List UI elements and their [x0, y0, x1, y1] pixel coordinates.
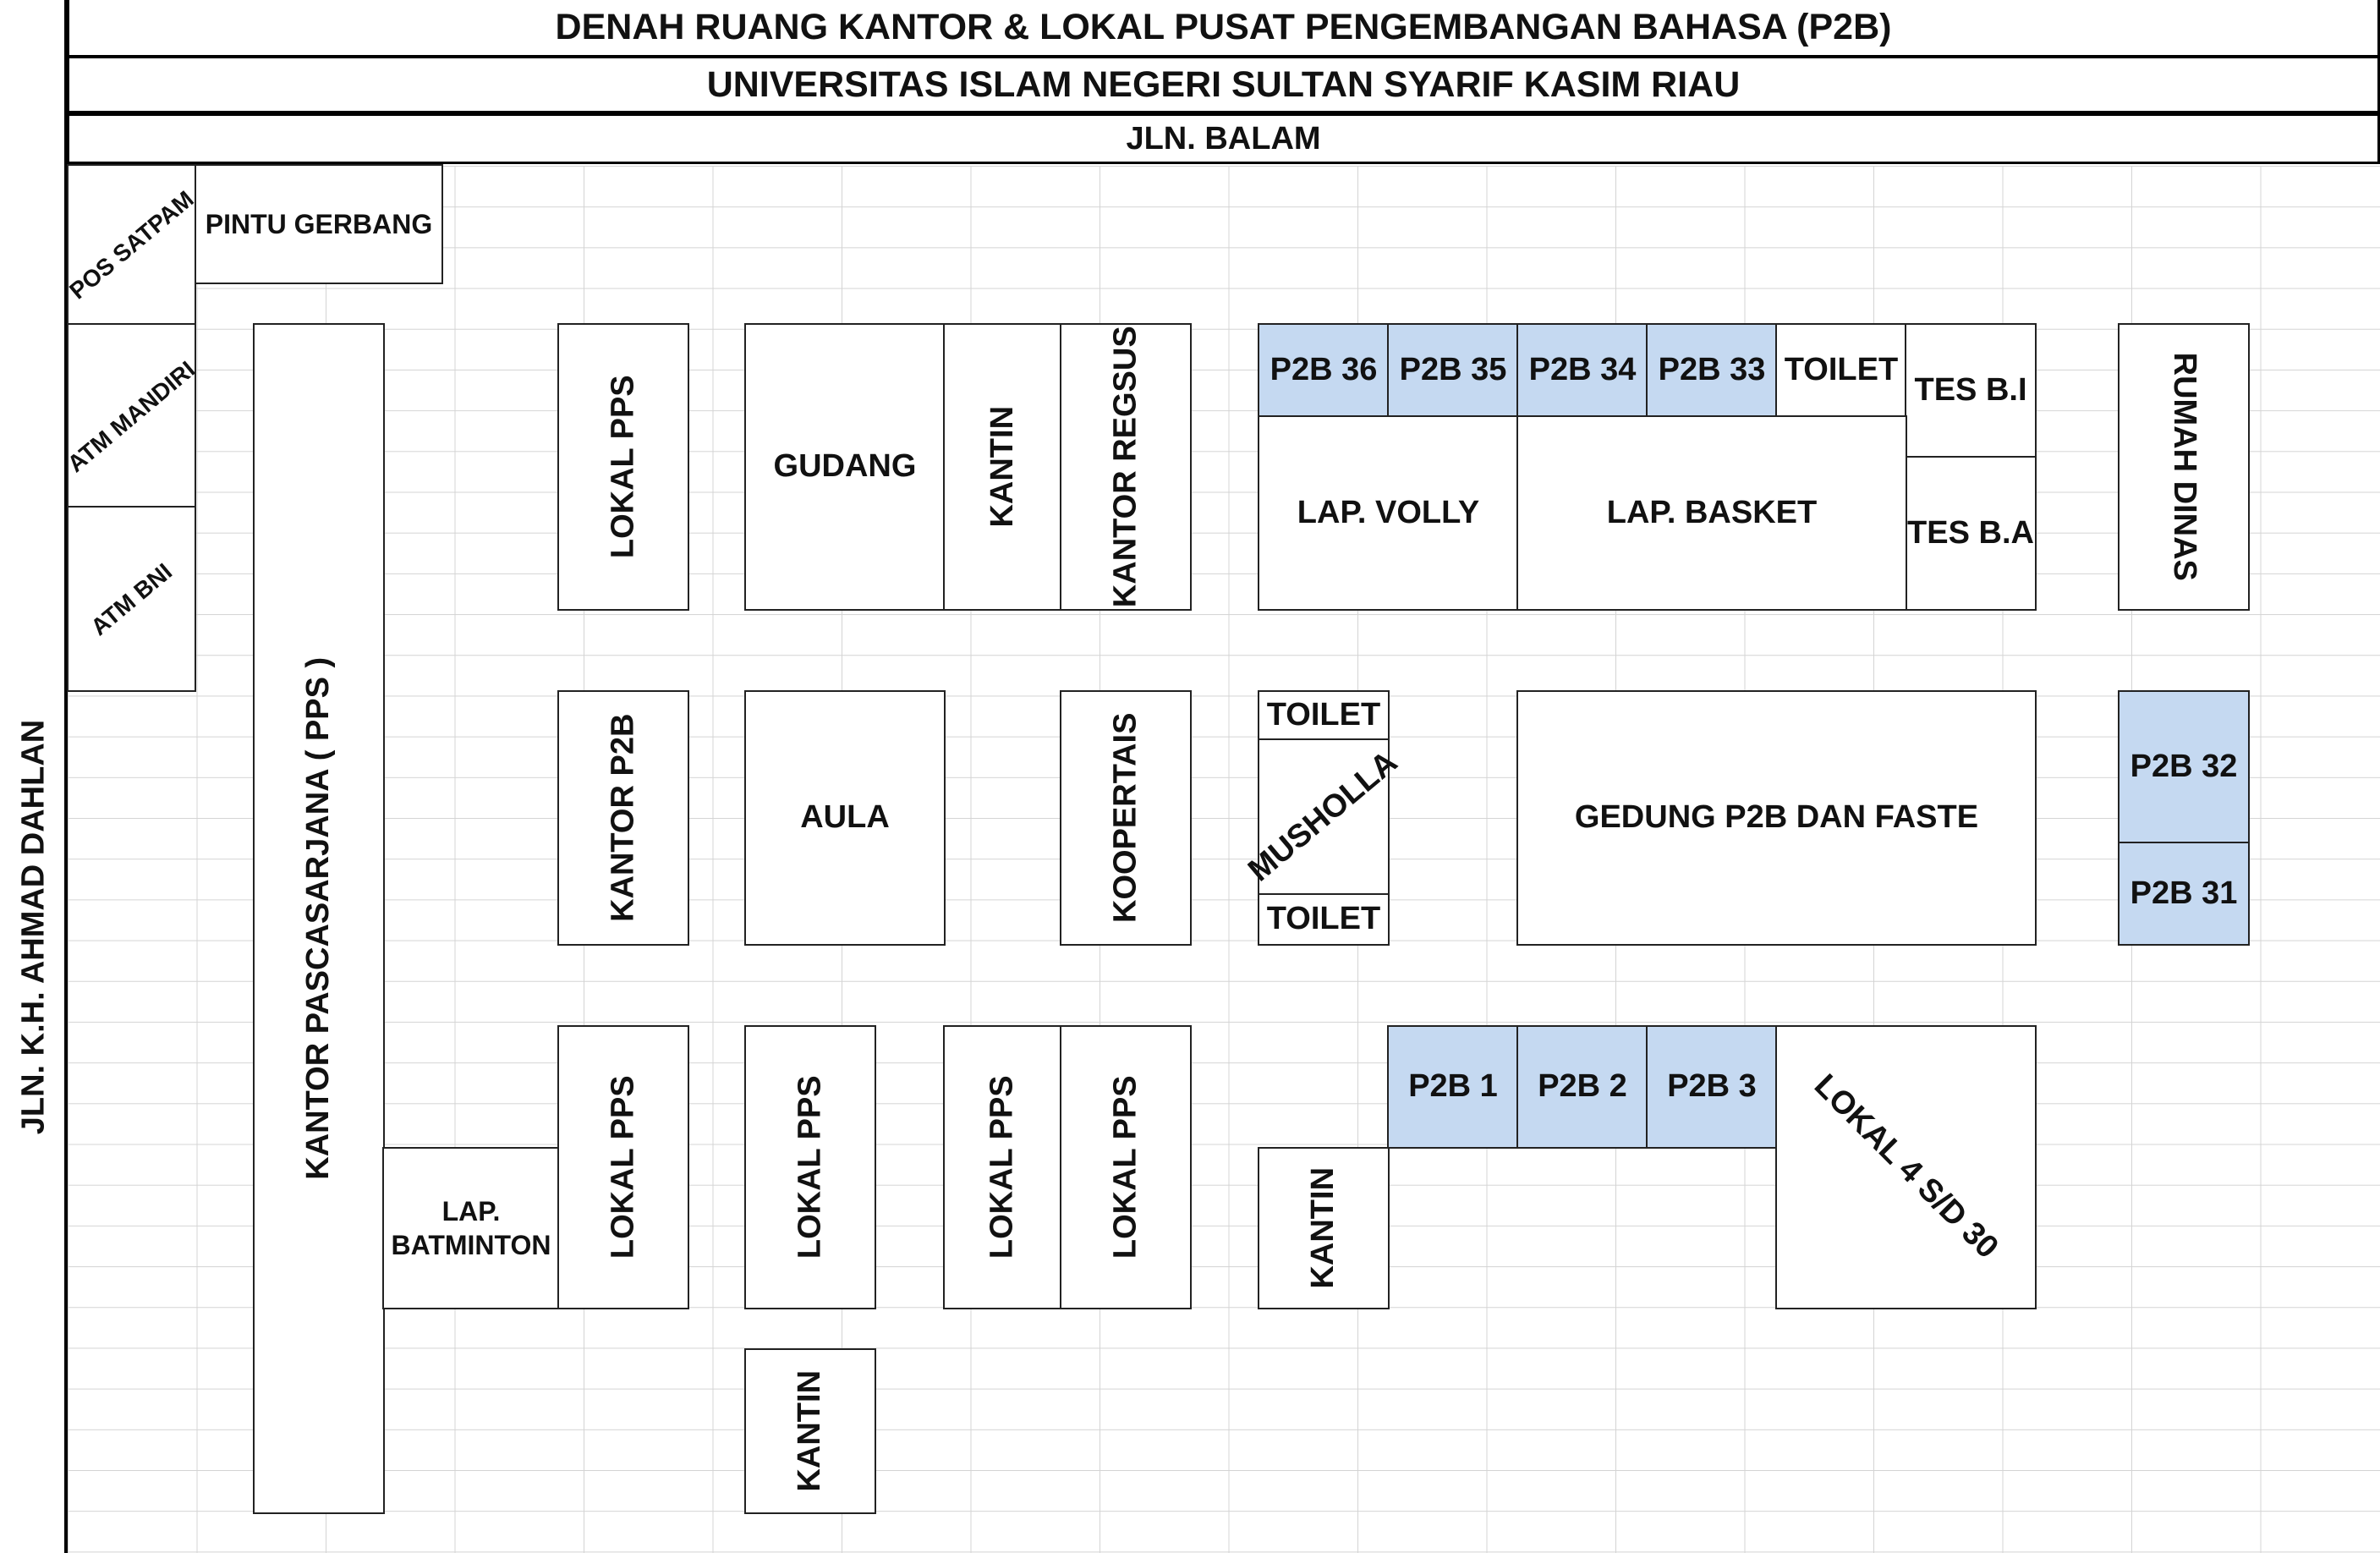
room-gudang: GUDANG: [744, 323, 946, 611]
room-label: P2B 33: [1658, 352, 1766, 388]
room-label: MUSHOLLA: [1242, 744, 1405, 889]
room-label: TES B.I: [1914, 372, 2027, 409]
room-kantor-pascasarjana: KANTOR PASCASARJANA ( PPS ): [253, 323, 385, 1514]
room-kantin-2: KANTIN: [744, 1348, 876, 1514]
room-tes-ba: TES B.A: [1905, 456, 2037, 611]
room-p2b-1: P2B 1: [1387, 1025, 1519, 1149]
plan-subtitle: UNIVERSITAS ISLAM NEGERI SULTAN SYARIF K…: [67, 56, 2380, 113]
room-label: RUMAH DINAS: [2166, 352, 2202, 582]
left-road-line: [64, 0, 68, 1553]
room-toilet-3: TOILET: [1258, 893, 1390, 946]
room-kantor-p2b: KANTOR P2B: [557, 690, 689, 946]
room-p2b-33: P2B 33: [1646, 323, 1778, 418]
room-label: P2B 34: [1528, 352, 1637, 388]
room-label: TES B.A: [1907, 514, 2034, 551]
room-lap-batminton: LAP. BATMINTON: [382, 1147, 560, 1309]
room-p2b-31: P2B 31: [2118, 842, 2250, 946]
room-kantor-regsus: KANTOR REGSUS: [1060, 323, 1192, 611]
room-koopertais: KOOPERTAIS: [1060, 690, 1192, 946]
room-atm-mandiri: ATM MANDIRI: [63, 323, 200, 509]
room-musholla: MUSHOLLA: [1242, 738, 1404, 896]
room-toilet-2: TOILET: [1258, 690, 1390, 741]
room-aula: AULA: [744, 690, 946, 946]
room-lokal-pps-1: LOKAL PPS: [557, 323, 689, 611]
room-label: ATM BNI: [85, 557, 178, 640]
plan-title: DENAH RUANG KANTOR & LOKAL PUSAT PENGEMB…: [67, 0, 2380, 58]
room-label: KANTIN: [984, 406, 1020, 528]
room-label: TOILET: [1784, 352, 1899, 388]
room-lokal-pps-3: LOKAL PPS: [744, 1025, 876, 1309]
room-label: POS SATPAM: [64, 184, 199, 305]
room-label: TOILET: [1266, 697, 1381, 733]
room-lokal-pps-2: LOKAL PPS: [557, 1025, 689, 1309]
room-label: P2B 3: [1667, 1068, 1757, 1105]
room-p2b-32: P2B 32: [2118, 690, 2250, 844]
room-label: P2B 2: [1538, 1068, 1627, 1105]
room-rumah-dinas: RUMAH DINAS: [2118, 323, 2250, 611]
room-label: P2B 36: [1270, 352, 1378, 388]
field-lap-volly: LAP. VOLLY: [1258, 415, 1519, 611]
room-pos-satpam: POS SATPAM: [64, 164, 199, 325]
street-ahmad-dahlan: JLN. K.H. AHMAD DAHLAN: [15, 719, 52, 1135]
room-label: LOKAL 4 S/D 30: [1807, 1067, 2005, 1266]
room-label: KANTIN: [792, 1370, 828, 1492]
room-label: LOKAL PPS: [984, 1075, 1020, 1259]
room-lokal-4-30: LOKAL 4 S/D 30: [1775, 1025, 2037, 1309]
room-label: P2B 1: [1408, 1068, 1498, 1105]
room-label: KANTOR REGSUS: [1107, 326, 1143, 608]
room-label: LAP. BASKET: [1606, 494, 1818, 530]
room-label: LOKAL PPS: [792, 1075, 828, 1259]
room-label: GUDANG: [773, 448, 917, 485]
room-gedung-p2b-faste: GEDUNG P2B DAN FASTE: [1516, 690, 2037, 946]
room-kantin-3: KANTIN: [1258, 1147, 1390, 1309]
room-label: KANTIN: [1305, 1167, 1341, 1289]
field-lap-basket: LAP. BASKET: [1516, 415, 1907, 611]
room-atm-bni: ATM BNI: [67, 506, 196, 692]
room-toilet-1: TOILET: [1775, 323, 1907, 418]
room-p2b-35: P2B 35: [1387, 323, 1519, 418]
room-lokal-pps-4: LOKAL PPS: [943, 1025, 1062, 1309]
room-label: KOOPERTAIS: [1107, 712, 1143, 924]
room-label: KANTOR PASCASARJANA ( PPS ): [300, 657, 337, 1180]
room-p2b-2: P2B 2: [1516, 1025, 1648, 1149]
room-label: TOILET: [1266, 901, 1381, 937]
room-label: ATM MANDIRI: [63, 355, 200, 477]
room-label: LOKAL PPS: [1107, 1075, 1143, 1259]
room-label: LAP. VOLLY: [1297, 494, 1480, 530]
street-jln-balam: JLN. BALAM: [67, 113, 2380, 164]
room-label: KANTOR P2B: [605, 713, 641, 923]
room-label: GEDUNG P2B DAN FASTE: [1574, 799, 1979, 836]
room-label: LOKAL PPS: [605, 1075, 641, 1259]
room-label: LOKAL PPS: [605, 375, 641, 559]
room-label: LAP. BATMINTON: [391, 1196, 551, 1260]
room-p2b-34: P2B 34: [1516, 323, 1648, 418]
room-pintu-gerbang: PINTU GERBANG: [195, 164, 443, 284]
room-label: P2B 31: [2130, 875, 2238, 911]
room-label: PINTU GERBANG: [205, 209, 433, 239]
room-lokal-pps-5: LOKAL PPS: [1060, 1025, 1192, 1309]
room-kantin-1: KANTIN: [943, 323, 1062, 611]
room-p2b-36: P2B 36: [1258, 323, 1390, 418]
room-label: P2B 32: [2130, 749, 2238, 785]
room-tes-bi: TES B.I: [1905, 323, 2037, 458]
room-p2b-3: P2B 3: [1646, 1025, 1778, 1149]
room-label: P2B 35: [1399, 352, 1507, 388]
room-label: AULA: [800, 799, 890, 836]
